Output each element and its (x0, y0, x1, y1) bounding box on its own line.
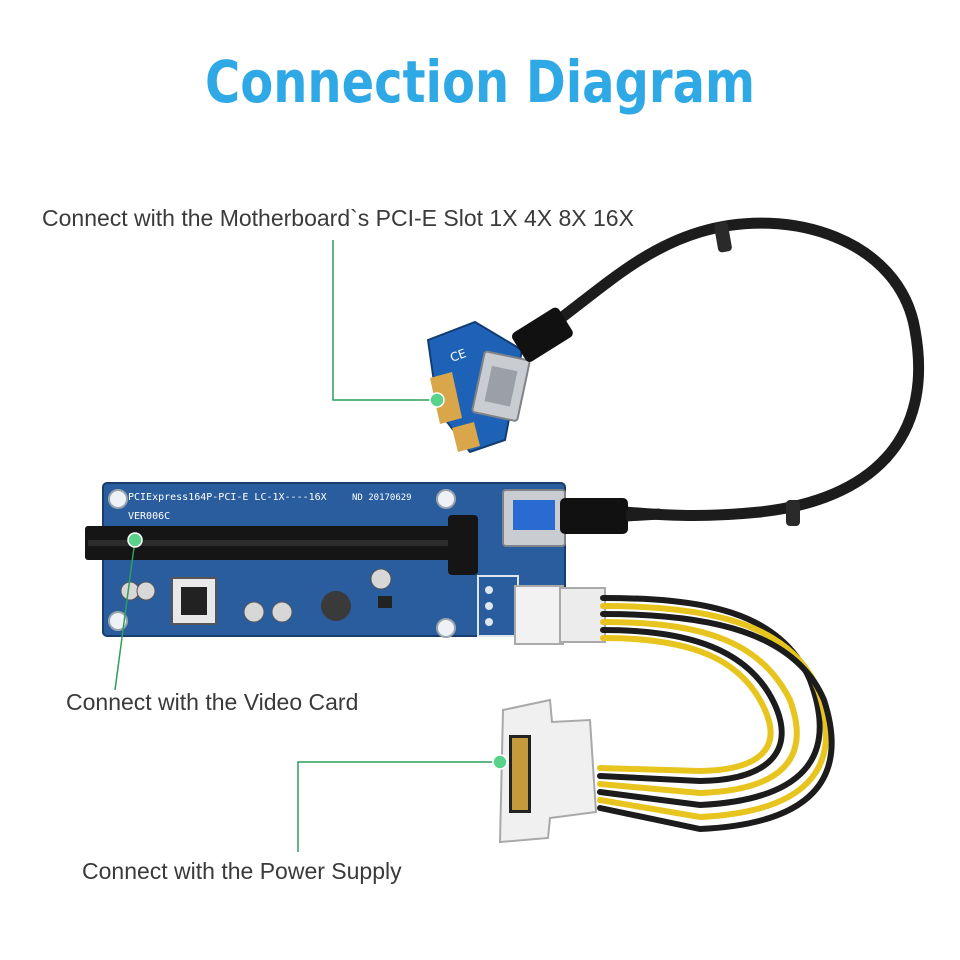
callout-power-supply-label: Connect with the Power Supply (82, 858, 402, 884)
riser-board: PCIExpress164P-PCI-E LC-1X----16X ND 201… (85, 482, 566, 638)
cable-tie (786, 500, 800, 526)
cable-tie (714, 221, 732, 253)
power-6pin-connector (514, 585, 606, 645)
power-wires (597, 595, 835, 833)
sata-power-connector (498, 698, 598, 844)
pcie-1x-adapter: CE (426, 320, 531, 454)
callout-motherboard-label: Connect with the Motherboard`s PCI-E Slo… (42, 205, 634, 231)
callout-video-card-label: Connect with the Video Card (66, 689, 359, 715)
usb-cable (539, 217, 925, 521)
usb-plug-board (560, 498, 628, 534)
usb-plug-top (511, 307, 573, 362)
diagram-title: Connection Diagram (204, 48, 756, 116)
callout-lines (114, 240, 500, 852)
marker-power-supply (492, 754, 508, 770)
board-silkscreen: PCIExpress164P-PCI-E LC-1X----16X (128, 492, 327, 503)
board-version: VER006C (128, 511, 170, 522)
callout-markers (127, 392, 508, 770)
marker-video-card (127, 532, 143, 548)
ce-mark: CE (448, 346, 468, 365)
marker-motherboard (429, 392, 445, 408)
board-date-code: ND 20170629 (352, 493, 412, 503)
